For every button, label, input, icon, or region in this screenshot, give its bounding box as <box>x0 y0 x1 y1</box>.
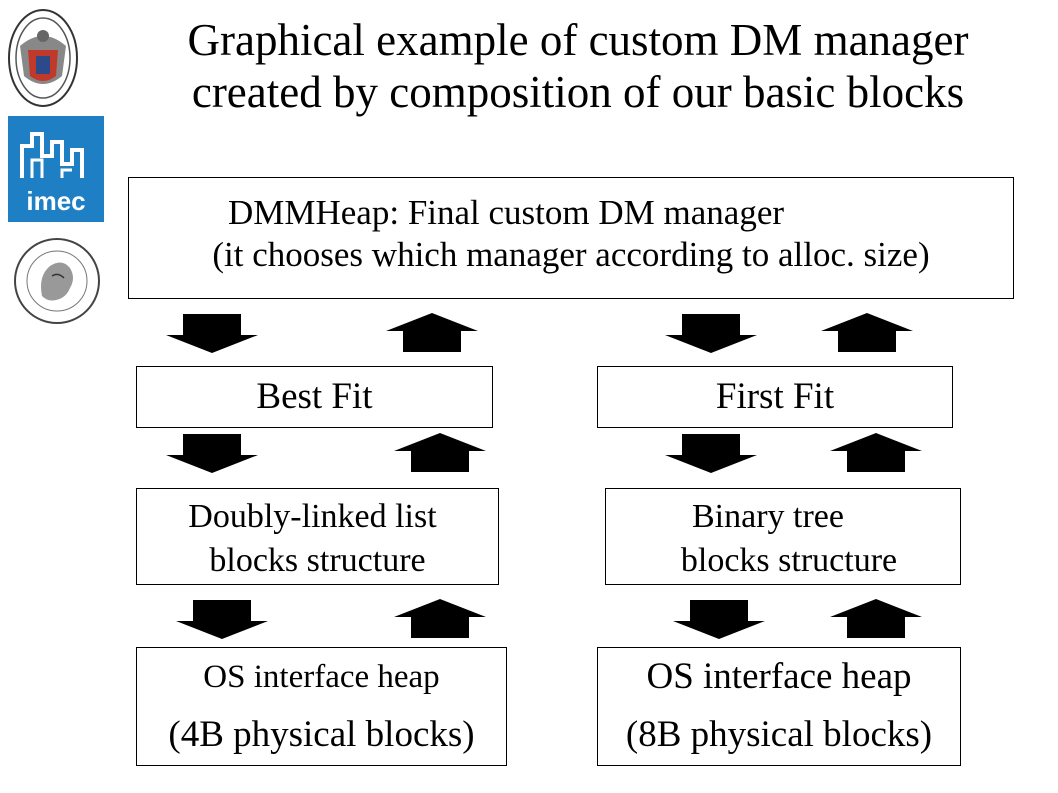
imec-logo-text: imec <box>26 186 85 216</box>
up-arrow-icon <box>386 313 478 352</box>
down-arrow-icon <box>673 600 765 639</box>
best-fit-box: Best Fit <box>136 366 493 428</box>
up-arrow-icon <box>821 313 913 352</box>
os-interface-heap-8b-box: OS interface heap (8B physical blocks) <box>597 647 961 766</box>
best-fit-label: Best Fit <box>256 376 373 417</box>
down-arrow-icon <box>176 600 268 639</box>
os-interface-heap-8b-line1: OS interface heap <box>646 656 912 697</box>
down-arrow-icon <box>166 314 258 353</box>
title-line-2: created by composition of our basic bloc… <box>191 67 965 117</box>
doubly-linked-list-box: Doubly-linked list blocks structure <box>136 488 499 585</box>
os-interface-heap-4b-line1: OS interface heap <box>203 659 440 695</box>
dmmheap-box: DMMHeap: Final custom DM manager (it cho… <box>128 177 1014 299</box>
dmmheap-description: (it chooses which manager according to a… <box>212 235 930 274</box>
up-arrow-icon <box>830 599 922 638</box>
doubly-linked-list-line2: blocks structure <box>209 542 426 579</box>
down-arrow-icon <box>166 434 258 473</box>
up-arrow-icon <box>830 433 922 472</box>
doubly-linked-list-line1: Doubly-linked list <box>188 498 437 535</box>
slide-title: Graphical example of custom DM manager c… <box>108 14 1048 118</box>
title-line-1: Graphical example of custom DM manager <box>187 15 969 65</box>
os-interface-heap-4b-box: OS interface heap (4B physical blocks) <box>136 647 507 766</box>
os-interface-heap-4b-line2: (4B physical blocks) <box>168 714 475 755</box>
binary-tree-line2: blocks structure <box>680 542 898 579</box>
dmmheap-title: DMMHeap: Final custom DM manager <box>227 193 785 232</box>
binary-tree-line1: Binary tree <box>692 498 844 535</box>
first-fit-box: First Fit <box>597 366 953 428</box>
down-arrow-icon <box>665 314 757 353</box>
greek-university-seal-logo <box>14 238 100 324</box>
down-arrow-icon <box>665 434 757 473</box>
up-arrow-icon <box>394 599 486 638</box>
imec-logo: imec <box>8 116 104 222</box>
up-arrow-icon <box>394 433 486 472</box>
university-seal-logo <box>8 9 78 107</box>
first-fit-label: First Fit <box>715 376 835 417</box>
os-interface-heap-8b-line2: (8B physical blocks) <box>625 714 933 755</box>
binary-tree-box: Binary tree blocks structure <box>605 488 961 585</box>
